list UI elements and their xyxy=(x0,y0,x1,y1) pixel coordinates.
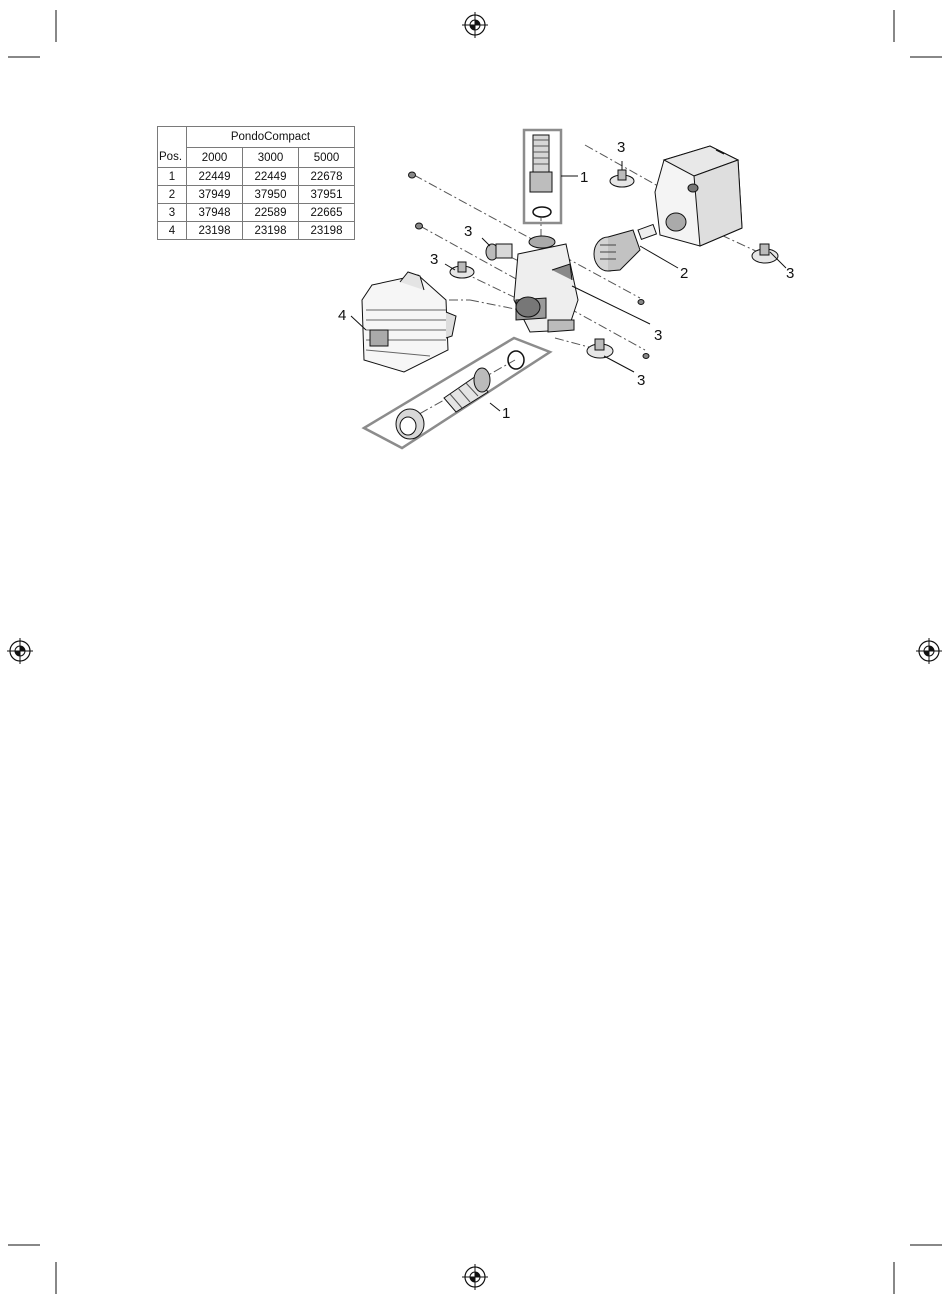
column-header: 3000 xyxy=(243,148,299,168)
table-row: 1 22449 22449 22678 xyxy=(158,168,355,186)
part-number-cell: 37950 xyxy=(243,186,299,204)
column-header: 5000 xyxy=(299,148,355,168)
suction-cup-right xyxy=(752,244,778,263)
pump-body xyxy=(514,236,578,332)
outlet-kit-top xyxy=(524,130,578,223)
part-number-cell: 23198 xyxy=(243,222,299,240)
impeller xyxy=(594,225,656,271)
pos-header-spacer xyxy=(158,127,187,148)
registration-mark-bottom xyxy=(462,1264,488,1290)
callout-outlet-kit-bottom: 1 xyxy=(502,405,510,422)
pos-cell: 3 xyxy=(158,204,187,222)
part-number-cell: 22449 xyxy=(187,168,243,186)
callout-outlet-kit-top: 1 xyxy=(580,169,588,186)
model-header: PondoCompact xyxy=(187,127,355,148)
callout-suction-cup-bottom: 3 xyxy=(637,372,645,389)
pos-header: Pos. xyxy=(158,148,187,168)
callout-suction-cup-left: 3 xyxy=(430,251,438,268)
part-number-cell: 37949 xyxy=(187,186,243,204)
table-row: 2 37949 37950 37951 xyxy=(158,186,355,204)
suction-cup-top-right xyxy=(610,170,634,187)
table-row: 4 23198 23198 23198 xyxy=(158,222,355,240)
suction-cup-bottom xyxy=(587,339,613,358)
exploded-view-drawing xyxy=(351,130,786,448)
part-number-cell: 37948 xyxy=(187,204,243,222)
column-header: 2000 xyxy=(187,148,243,168)
registration-mark-right xyxy=(916,638,942,664)
crop-marks xyxy=(8,10,942,1294)
part-number-cell: 22589 xyxy=(243,204,299,222)
screw-right-lower xyxy=(643,354,649,359)
registration-mark-top xyxy=(462,12,488,38)
part-number-cell: 23198 xyxy=(187,222,243,240)
callout-suction-cup-right: 3 xyxy=(786,265,794,282)
suction-cup-left xyxy=(450,262,474,278)
callout-valve-left: 3 xyxy=(464,223,472,240)
part-number-cell: 37951 xyxy=(299,186,355,204)
callout-suction-cup-top-right: 3 xyxy=(617,139,625,156)
callout-filter-cover: 4 xyxy=(338,307,346,324)
registration-mark-left xyxy=(7,638,33,664)
pos-cell: 1 xyxy=(158,168,187,186)
pos-cell: 4 xyxy=(158,222,187,240)
part-number-cell: 22665 xyxy=(299,204,355,222)
spare-parts-table: PondoCompact Pos. 2000 3000 5000 1 22449… xyxy=(157,126,355,240)
table-row: 3 37948 22589 22665 xyxy=(158,204,355,222)
part-number-cell: 22449 xyxy=(243,168,299,186)
screw-top-left xyxy=(409,172,416,178)
flow-valve xyxy=(486,244,512,260)
filter-cover xyxy=(362,272,456,372)
screw-right-upper xyxy=(638,300,644,305)
screw-mid-left xyxy=(416,223,423,229)
pos-cell: 2 xyxy=(158,186,187,204)
callout-pump-housing: 3 xyxy=(654,327,662,344)
part-number-cell: 23198 xyxy=(299,222,355,240)
callout-impeller: 2 xyxy=(680,265,688,282)
part-number-cell: 22678 xyxy=(299,168,355,186)
pump-housing-top xyxy=(655,146,742,246)
